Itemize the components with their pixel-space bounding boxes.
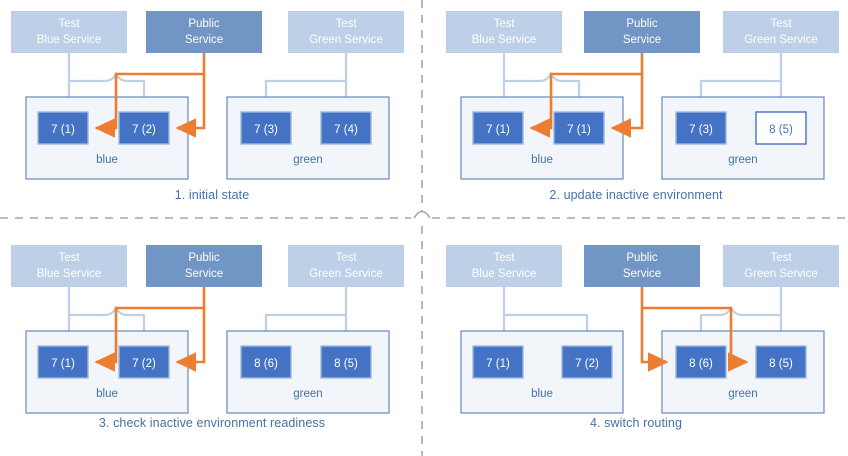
service-public-line2: Service <box>623 268 661 280</box>
service-public: Public Service <box>584 245 700 287</box>
node-blue-1: 7 (1) <box>37 111 89 145</box>
node-green-1-label: 7 (3) <box>689 124 713 136</box>
node-green-1-label: 8 (6) <box>254 358 278 370</box>
environment-blue-label: blue <box>531 154 553 166</box>
service-test-blue: Test Blue Service <box>11 11 127 53</box>
service-test-green-line2: Green Service <box>309 34 383 46</box>
service-public: Public Service <box>584 11 700 53</box>
panel-2-caption: 2. update inactive environment <box>549 188 723 202</box>
service-public-line1: Public <box>626 252 658 264</box>
route-public-active <box>640 287 749 372</box>
node-blue-2-label: 7 (1) <box>567 124 591 136</box>
node-green-1: 7 (3) <box>675 111 727 145</box>
service-test-green: Test Green Service <box>723 11 839 53</box>
environment-green-label: green <box>728 388 757 400</box>
node-blue-2: 7 (2) <box>561 345 613 379</box>
service-public: Public Service <box>146 11 262 53</box>
panel-4: Test Blue Service Public Service Test Gr… <box>424 228 848 456</box>
node-green-2-label: 8 (5) <box>334 358 358 370</box>
service-test-green-line2: Green Service <box>309 268 383 280</box>
node-blue-1-label: 7 (1) <box>486 358 510 370</box>
environment-green-label: green <box>293 154 322 166</box>
environment-blue-label: blue <box>96 154 118 166</box>
service-test-blue-line2: Blue Service <box>37 34 102 46</box>
panel-4-caption: 4. switch routing <box>589 416 683 430</box>
node-green-2-label: 8 (5) <box>769 358 793 370</box>
service-test-blue: Test Blue Service <box>11 245 127 287</box>
service-test-blue-line1: Test <box>58 18 80 30</box>
service-test-green-line2: Green Service <box>744 268 818 280</box>
service-test-blue-line1: Test <box>493 18 515 30</box>
node-green-1: 8 (6) <box>675 345 727 379</box>
service-public-line1: Public <box>188 252 220 264</box>
node-green-2-label: 8 (5) <box>769 124 793 136</box>
service-test-green-line1: Test <box>335 252 357 264</box>
service-test-green: Test Green Service <box>288 11 404 53</box>
service-test-green: Test Green Service <box>723 245 839 287</box>
node-green-1: 7 (3) <box>240 111 292 145</box>
panel-3-caption: 3. check inactive environment readiness <box>98 416 326 430</box>
node-blue-1-label: 7 (1) <box>486 124 510 136</box>
service-test-green-line1: Test <box>770 252 792 264</box>
service-test-blue-line1: Test <box>58 252 80 264</box>
route-public-active <box>529 53 644 138</box>
service-public: Public Service <box>146 245 262 287</box>
node-green-2: 7 (4) <box>320 111 372 145</box>
service-test-blue-line2: Blue Service <box>472 268 537 280</box>
service-test-green-line1: Test <box>335 18 357 30</box>
environment-blue-label: blue <box>96 388 118 400</box>
node-green-1-label: 7 (3) <box>254 124 278 136</box>
service-public-line2: Service <box>623 34 661 46</box>
node-green-1-label: 8 (6) <box>689 358 713 370</box>
service-test-blue-line2: Blue Service <box>472 34 537 46</box>
node-blue-2: 7 (1) <box>553 111 605 145</box>
route-public-active <box>94 53 206 138</box>
node-blue-2-label: 7 (2) <box>575 358 599 370</box>
service-public-line2: Service <box>185 34 223 46</box>
environment-blue-label: blue <box>531 388 553 400</box>
service-test-blue-line2: Blue Service <box>37 268 102 280</box>
environment-green-label: green <box>728 154 757 166</box>
node-blue-2-label: 7 (2) <box>132 124 156 136</box>
service-test-blue: Test Blue Service <box>446 11 562 53</box>
service-test-blue: Test Blue Service <box>446 245 562 287</box>
service-test-green-line1: Test <box>770 18 792 30</box>
service-test-green: Test Green Service <box>288 245 404 287</box>
node-green-1: 8 (6) <box>240 345 292 379</box>
service-public-line2: Service <box>185 268 223 280</box>
node-green-2: 8 (5) <box>755 345 807 379</box>
service-test-blue-line1: Test <box>493 252 515 264</box>
node-blue-1: 7 (1) <box>37 345 89 379</box>
panel-1: Test Blue Service Public Service Test Gr… <box>0 0 424 228</box>
service-public-line1: Public <box>188 18 220 30</box>
panel-3: Test Blue Service Public Service Test Gr… <box>0 228 424 456</box>
node-blue-1: 7 (1) <box>472 345 524 379</box>
panel-1-caption: 1. initial state <box>174 188 250 202</box>
node-blue-1: 7 (1) <box>472 111 524 145</box>
service-test-green-line2: Green Service <box>744 34 818 46</box>
route-public-active <box>94 287 206 372</box>
node-blue-2-label: 7 (2) <box>132 358 156 370</box>
node-green-2: 8 (5) <box>320 345 372 379</box>
node-green-2-label: 7 (4) <box>334 124 358 136</box>
node-blue-1-label: 7 (1) <box>51 358 75 370</box>
node-blue-2: 7 (2) <box>118 111 170 145</box>
node-green-2: 8 (5) <box>755 111 807 145</box>
environment-green-label: green <box>293 388 322 400</box>
service-public-line1: Public <box>626 18 658 30</box>
panel-2: Test Blue Service Public Service Test Gr… <box>424 0 848 228</box>
node-blue-1-label: 7 (1) <box>51 124 75 136</box>
node-blue-2: 7 (2) <box>118 345 170 379</box>
